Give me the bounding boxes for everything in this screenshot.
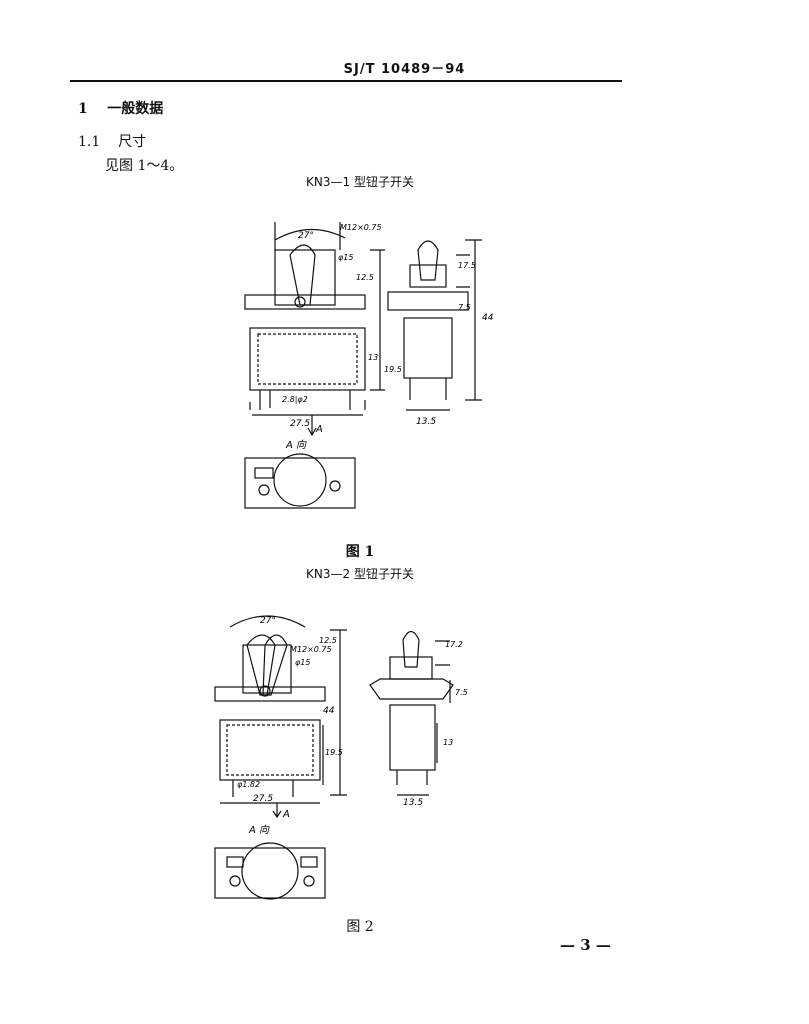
mounting-nut xyxy=(244,294,366,310)
dim-line-height xyxy=(330,629,347,796)
dim-12-5: 12.5 xyxy=(319,636,337,645)
side-lever xyxy=(417,240,439,281)
bushing xyxy=(274,249,336,306)
section-number: 1 xyxy=(78,101,88,117)
dim-7-5: 7.5 xyxy=(455,688,468,697)
figure-1-title: KN3—1 型钮子开关 xyxy=(306,175,414,189)
side-body xyxy=(389,704,436,771)
dim-44: 44 xyxy=(323,706,335,716)
arrow-label: A xyxy=(282,809,290,820)
arrow-a xyxy=(272,803,282,819)
dim-thread: M12×0.75 xyxy=(290,645,332,654)
dim-angle: 27° xyxy=(260,616,276,626)
side-bushing xyxy=(389,656,433,680)
dim-angle: 27° xyxy=(298,231,314,241)
document-header: SJ/T 10489－94 xyxy=(343,62,466,77)
figure-1-drawing: 27° M12×0.75 φ15 12.5 17.5 7.5 44 13 19.… xyxy=(244,222,494,509)
bottom-view xyxy=(244,457,356,509)
dim-27-5: 27.5 xyxy=(290,419,310,429)
dim-13-5: 13.5 xyxy=(416,417,436,427)
view-label: A 向 xyxy=(248,824,270,836)
dim-44: 44 xyxy=(482,313,494,323)
dim-dia: φ15 xyxy=(295,658,310,667)
pivot xyxy=(294,296,306,308)
dim-pin: 2.8|φ2 xyxy=(282,395,308,404)
dim-13: 13 xyxy=(443,738,453,747)
angle-arc xyxy=(274,228,346,241)
dim-pin: φ1.82 xyxy=(237,780,260,789)
dim-13: 13 xyxy=(368,353,378,362)
switch-body-inner xyxy=(226,724,314,776)
figure-2-caption: 图 2 xyxy=(346,919,374,935)
arrow-a xyxy=(307,415,317,437)
header-rule xyxy=(70,80,622,82)
side-nut xyxy=(387,291,469,311)
dim-13-5: 13.5 xyxy=(403,798,423,808)
switch-body xyxy=(219,719,321,781)
dim-17-5: 17.5 xyxy=(458,261,476,270)
toggle-lever xyxy=(289,244,316,306)
terminals xyxy=(232,780,294,797)
side-terminals xyxy=(409,378,447,400)
toggle-lever-left xyxy=(246,634,276,696)
dim-line-height xyxy=(370,249,385,391)
arrow-label: A xyxy=(315,424,323,435)
section-title: 一般数据 xyxy=(107,101,164,117)
section-title: 尺寸 xyxy=(118,134,147,150)
page-number: — 3 — xyxy=(560,936,611,954)
dim-7-5: 7.5 xyxy=(458,303,471,312)
dim-19-5: 19.5 xyxy=(384,365,402,374)
section-number: 1.1 xyxy=(78,134,101,150)
section-1-heading: 1 一般数据 xyxy=(78,98,163,118)
figure-1-caption: 图 1 xyxy=(345,544,375,560)
dim-19-5: 19.5 xyxy=(325,748,343,757)
section-1-1-heading: 1.1 尺寸 xyxy=(78,131,146,151)
view-label: A 向 xyxy=(285,439,307,451)
figure-2-drawing: 27° M12×0.75 φ15 12.5 17.2 7.5 44 13 19.… xyxy=(214,615,468,900)
side-bushing xyxy=(409,264,447,288)
dim-12-5: 12.5 xyxy=(356,273,374,282)
switch-body xyxy=(249,327,366,391)
mounting-nut xyxy=(214,686,326,702)
body-paragraph: 见图 1～4。 xyxy=(105,158,184,174)
side-body xyxy=(403,317,453,379)
bushing xyxy=(242,644,292,694)
side-lever xyxy=(402,630,420,668)
dim-17-2: 17.2 xyxy=(445,640,463,649)
pivot xyxy=(259,685,271,697)
figure-2-title: KN3—2 型钮子开关 xyxy=(306,567,414,581)
switch-body-inner xyxy=(257,333,358,385)
dim-thread: M12×0.75 xyxy=(340,223,382,232)
dim-dia: φ15 xyxy=(338,253,353,262)
angle-arc xyxy=(229,615,306,628)
bottom-view xyxy=(214,847,326,899)
terminals xyxy=(259,390,351,410)
dim-27-5: 27.5 xyxy=(253,794,273,804)
side-terminals xyxy=(396,770,428,785)
side-nut xyxy=(369,678,454,700)
